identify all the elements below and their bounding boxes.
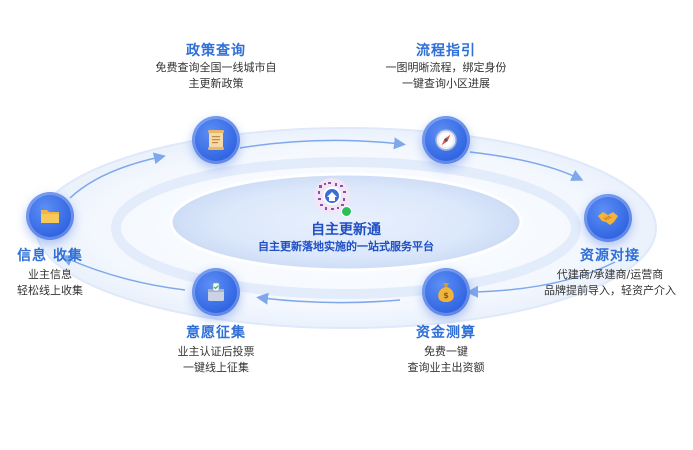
center-title: 自主更新通 [311,222,381,238]
info-node-button[interactable] [26,192,74,240]
process-description: 一图明晰流程，绑定身份 一键查询小区进展 [386,60,507,92]
resource-line-1: 代建商/承建商/运营商 [556,268,664,281]
info-line-1: 业主信息 [28,268,72,281]
folder-icon [41,210,59,223]
funding-node-button[interactable]: $ [422,268,470,316]
policy-node-button[interactable] [192,116,240,164]
scroll-icon [208,130,224,150]
consent-description: 业主认证后投票 一键线上征集 [178,344,255,376]
funding-line-2: 查询业主出资额 [407,361,485,374]
funding-title: 资金测算 [416,325,476,341]
handshake-icon [598,212,618,225]
center-ellipse [169,172,523,272]
resource-title: 资源对接 [580,248,640,264]
policy-title: 政策查询 [186,43,246,59]
arrow-info-to-policy [69,152,166,199]
consent-line-1: 业主认证后投票 [177,345,255,358]
arrow-resource-to-funding [466,261,616,298]
resource-line-2: 品牌提前导入，轻资产介入 [544,284,676,297]
info-description: 业主信息 轻松线上收集 [17,267,83,299]
funding-description: 免费一键 查询业主出资额 [408,344,485,376]
policy-line-1: 免费查询全国一线城市自 [155,61,277,74]
arrow-funding-to-consent [256,292,401,305]
policy-line-2: 主更新政策 [188,77,244,90]
info-title: 信息 收集 [17,248,83,264]
mini-program-qr-code[interactable] [313,177,351,215]
process-node-button[interactable] [422,116,470,164]
compass-icon [435,129,457,151]
info-line-2: 轻松线上收集 [17,284,83,297]
arrow-process-to-resource [469,151,584,181]
consent-line-2: 一键线上征集 [183,361,249,374]
money-bag-icon: $ [438,283,454,302]
policy-description: 免费查询全国一线城市自 主更新政策 [156,60,277,92]
svg-text:$: $ [443,291,449,300]
funding-line-1: 免费一键 [424,345,468,358]
arrow-consent-to-info [60,254,186,291]
resource-node-button[interactable] [584,194,632,242]
process-title: 流程指引 [416,43,476,59]
ballot-box-icon [208,282,224,301]
process-line-2: 一键查询小区进展 [402,77,490,90]
consent-title: 意愿征集 [186,325,246,341]
consent-node-button[interactable] [192,268,240,316]
center-subtitle: 自主更新落地实施的一站式服务平台 [258,240,434,253]
process-line-1: 一图明晰流程，绑定身份 [385,61,507,74]
mid-ring [111,157,581,299]
resource-description: 代建商/承建商/运营商 品牌提前导入，轻资产介入 [544,267,676,299]
verified-badge-icon [341,206,352,217]
arrow-policy-to-process [239,137,406,150]
